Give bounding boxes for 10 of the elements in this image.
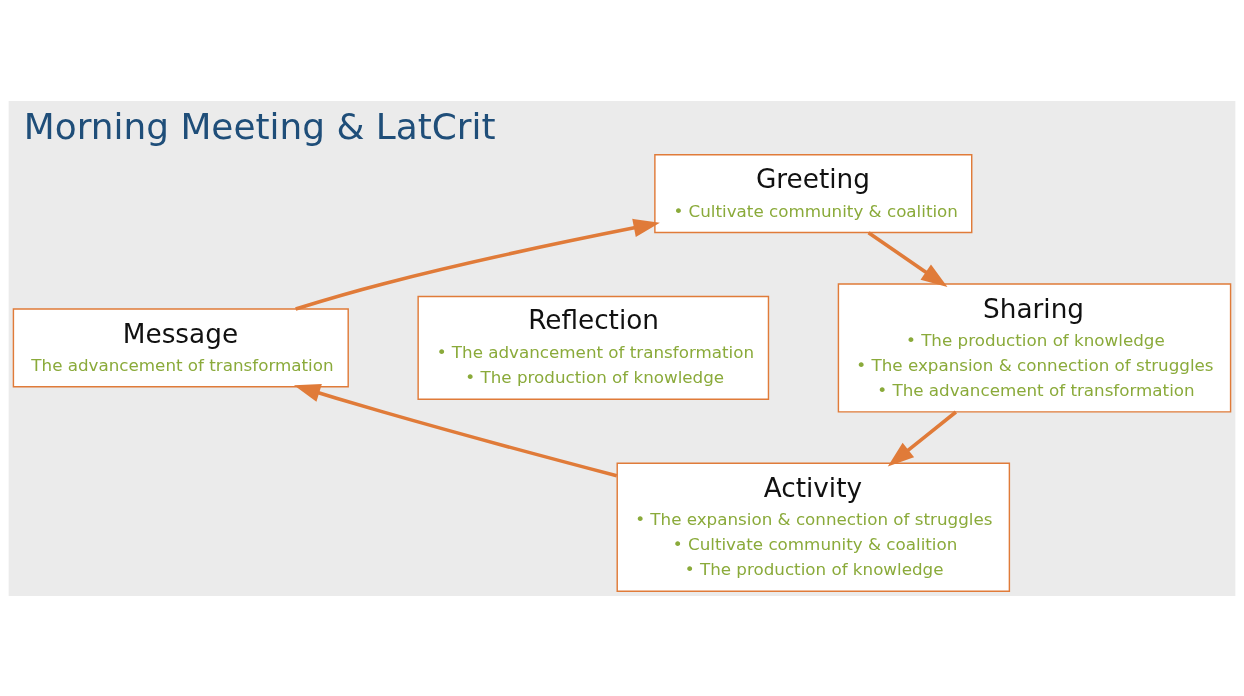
node-box: Sharing • The production of knowledge • The expansion & connection of struggles • The advancement of transformation xyxy=(837,282,1232,413)
arrow xyxy=(867,230,948,287)
arrow xyxy=(295,218,660,311)
node-box: Greeting • Cultivate community & coalition xyxy=(654,153,973,233)
arrow xyxy=(293,383,618,477)
node-box: Message The advancement of transformation xyxy=(12,307,349,387)
arrow xyxy=(887,410,958,466)
node-box: Activity • The expansion & connection of struggles • Cultivate community & coalition • The production of knowledge xyxy=(616,462,1011,592)
node-box: Reflection • The advancement of transformation • The production of knowledge xyxy=(417,295,770,400)
diagram-title: Morning Meeting & LatCrit xyxy=(23,105,496,147)
